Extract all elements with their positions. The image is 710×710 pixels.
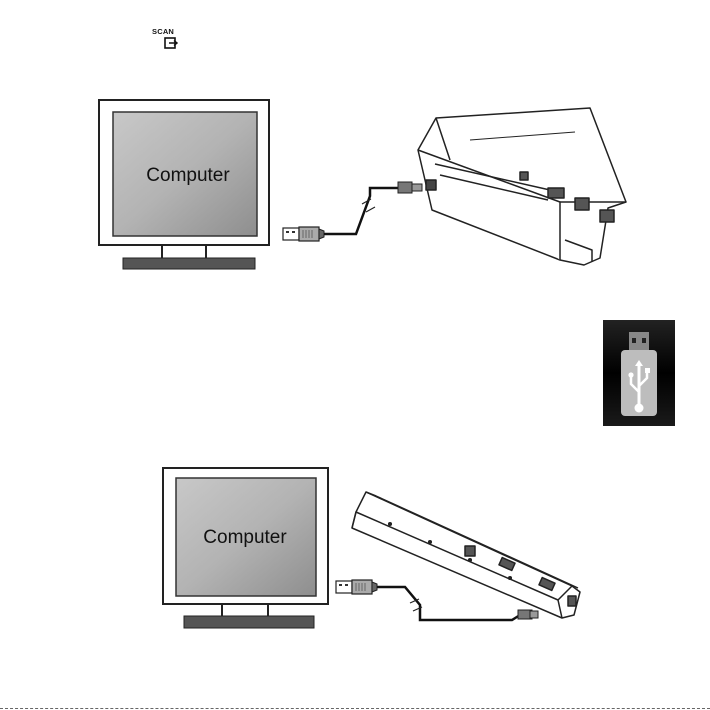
usb-a-plug	[336, 580, 377, 594]
page-divider	[0, 708, 710, 709]
connection-diagram-wand: Computer	[0, 450, 710, 650]
scan-mode-icon	[164, 37, 178, 50]
docking-station-scanner	[418, 108, 626, 265]
usb-cable	[324, 182, 422, 234]
computer-label: Computer	[170, 527, 320, 549]
scan-mode-indicator: SCAN	[150, 26, 190, 56]
usb-a-plug	[283, 227, 324, 241]
wand-scanner	[352, 492, 580, 618]
connection-diagram-docked: Computer	[0, 90, 710, 290]
computer-label: Computer	[113, 165, 263, 187]
scan-label: SCAN	[152, 27, 174, 36]
usb-mode-badge	[603, 320, 675, 426]
